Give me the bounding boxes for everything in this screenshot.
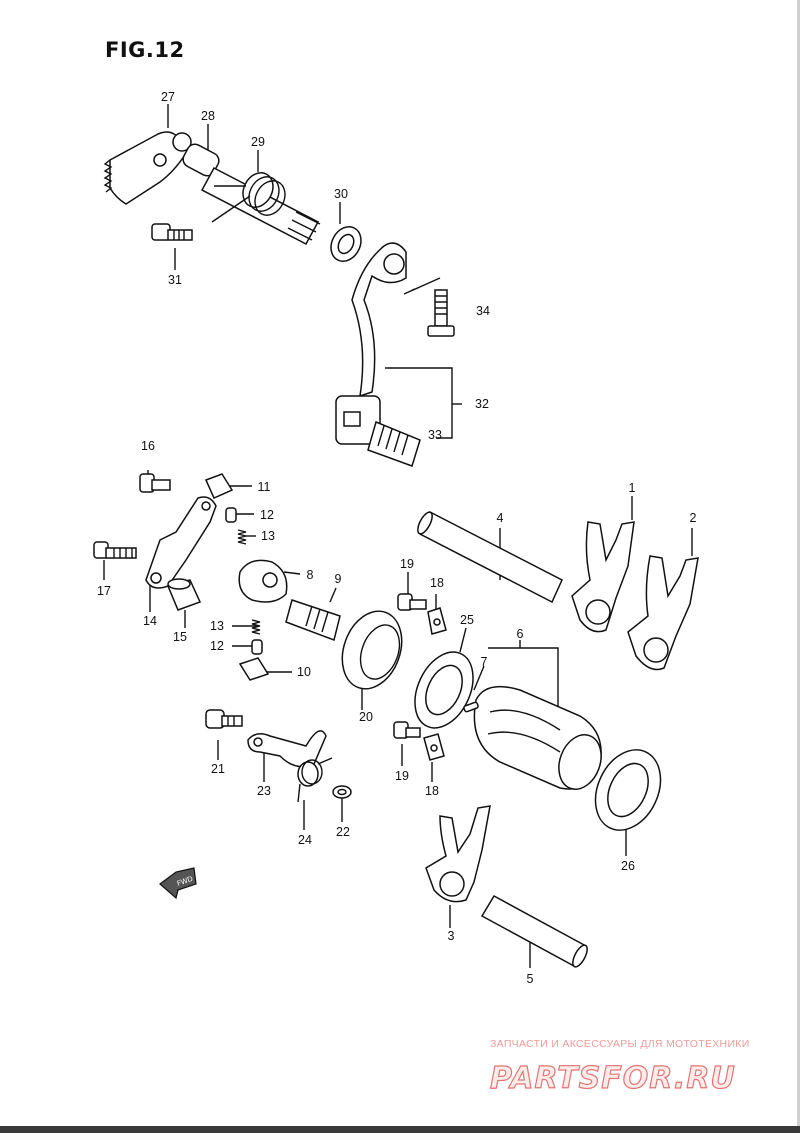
callout-21: 21 (211, 762, 225, 776)
part-2-shift-fork (627, 555, 699, 671)
callout-1: 1 (628, 481, 636, 495)
callout-29: 29 (251, 135, 265, 149)
part-24-stopper-spring (297, 757, 333, 803)
part-19-screw-upper (397, 593, 427, 611)
part-25-bearing (414, 651, 474, 729)
callout-4: 4 (496, 511, 504, 525)
callout-17: 17 (97, 584, 111, 598)
callout-13-upper: 13 (261, 529, 275, 543)
callout-9: 9 (334, 572, 342, 586)
callout-6: 6 (516, 627, 524, 641)
watermark-logo: PARTSFOR.RU (489, 1060, 736, 1096)
part-9-shaft (285, 599, 341, 641)
part-21-bolt (205, 709, 243, 729)
part-13-spring-upper (237, 529, 247, 545)
callout-5: 5 (526, 972, 534, 986)
callout-23: 23 (257, 784, 271, 798)
part-33-lever-rubber (367, 420, 421, 467)
part-19-screw-lower (393, 721, 421, 739)
part-13-spring-lower (251, 619, 261, 635)
part-1-shift-fork (571, 521, 635, 633)
part-15-collar (166, 578, 202, 611)
callout-12-upper: 12 (260, 508, 274, 522)
part-18-lock-plate-upper (427, 607, 447, 635)
callout-7: 7 (480, 655, 488, 669)
callout-25: 25 (460, 613, 474, 627)
part-28-shaft-collar (182, 143, 220, 177)
part-16-screw (139, 473, 171, 493)
part-30-oil-seal (330, 226, 362, 262)
part-11-pawl (204, 473, 234, 499)
part-27-gearshift-sector-arm (103, 131, 192, 205)
callout-18-lower: 18 (425, 784, 439, 798)
part-31-bolt (151, 223, 193, 241)
part-10-pawl (238, 657, 270, 681)
callout-12-lower: 12 (210, 639, 224, 653)
callout-15: 15 (173, 630, 187, 644)
part-22-washer (332, 785, 352, 799)
part-26-bearing (594, 749, 662, 831)
callout-34: 34 (476, 304, 490, 318)
part-20-cam-guide (341, 610, 403, 690)
callout-22: 22 (336, 825, 350, 839)
callout-24: 24 (298, 833, 312, 847)
watermark-logo-text: PARTSFOR.RU (490, 1061, 736, 1096)
callout-32: 32 (475, 397, 489, 411)
fwd-arrow-icon (159, 867, 197, 900)
callout-13-lower: 13 (210, 619, 224, 633)
callout-3: 3 (447, 929, 455, 943)
part-6-gearshift-cam (473, 685, 602, 790)
callout-19-lower: 19 (395, 769, 409, 783)
callout-19-upper: 19 (400, 557, 414, 571)
part-12-pin-upper (225, 507, 237, 523)
callout-10: 10 (297, 665, 311, 679)
part-3-shift-fork (425, 805, 491, 903)
part-7-pin (463, 701, 479, 713)
part-14-cam-stopper-plate (145, 496, 217, 589)
callout-11: 11 (257, 480, 271, 494)
frame-bottom-edge (0, 1126, 800, 1133)
callout-27: 27 (161, 90, 175, 104)
callout-31: 31 (168, 273, 182, 287)
callout-18-upper: 18 (430, 576, 444, 590)
watermark-tagline: ЗАПЧАСТИ И АКСЕССУАРЫ ДЛЯ МОТОТЕХНИКИ (490, 1038, 750, 1050)
callout-2: 2 (689, 511, 697, 525)
part-18-lock-plate-lower (423, 733, 445, 761)
figure-title: FIG.12 (105, 38, 185, 62)
part-23-cam-stopper (247, 730, 327, 768)
callout-14: 14 (143, 614, 157, 628)
part-17-bolt (93, 541, 137, 559)
part-32-gearshift-lever (335, 242, 407, 445)
callout-20: 20 (359, 710, 373, 724)
part-29-return-spring (200, 166, 321, 246)
callout-26: 26 (621, 859, 635, 873)
callout-33: 33 (428, 428, 442, 442)
part-8-cam-pawl-holder (238, 559, 288, 603)
callout-30: 30 (334, 187, 348, 201)
callout-8: 8 (306, 568, 314, 582)
frame-right-edge (797, 0, 800, 1133)
part-5-fork-shaft (480, 894, 588, 968)
callout-28: 28 (201, 109, 215, 123)
callout-16: 16 (141, 439, 155, 453)
part-12-pin-lower (251, 639, 263, 655)
part-34-bolt (403, 277, 455, 337)
part-4-fork-shaft (417, 510, 563, 604)
